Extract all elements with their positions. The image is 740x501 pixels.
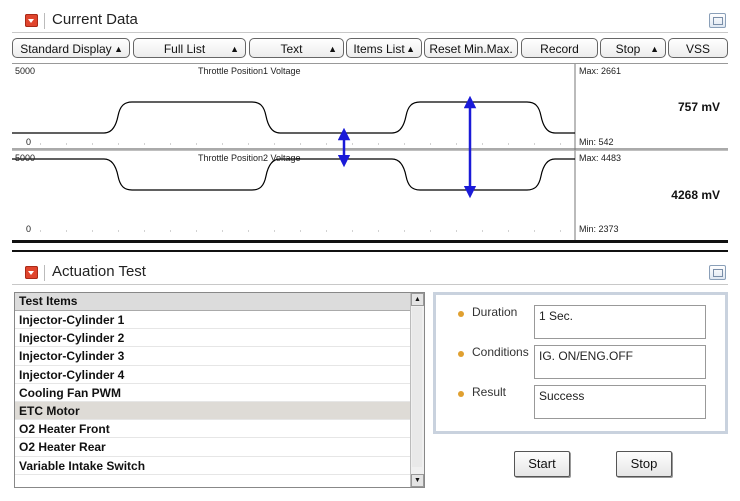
bullet-icon xyxy=(458,351,464,357)
updown-arrow-icon: ▲︎ xyxy=(406,44,415,54)
updown-arrow-icon: ▲︎ xyxy=(328,44,337,54)
vss-button[interactable]: VSS xyxy=(668,38,728,58)
window-restore-icon[interactable] xyxy=(709,13,726,28)
waveform-canvas xyxy=(12,64,728,240)
actuation-test-title: Actuation Test xyxy=(52,263,146,280)
list-item[interactable]: Variable Intake Switch xyxy=(15,457,411,475)
reset-min-max-button[interactable]: Reset Min.Max. xyxy=(424,38,518,58)
test-items-header-label: Test Items xyxy=(19,294,78,308)
record-label: Record xyxy=(540,42,579,56)
bullet-icon xyxy=(458,391,464,397)
throttle-position2-waveform xyxy=(12,158,575,191)
updown-arrow-icon: ▲︎ xyxy=(114,44,123,54)
list-item[interactable]: Injector-Cylinder 3 xyxy=(15,347,411,366)
list-item[interactable]: Cooling Fan PWM xyxy=(15,384,411,402)
start-button[interactable]: Start xyxy=(514,451,570,477)
scroll-down-arrow-icon[interactable]: ▼︎ xyxy=(411,474,424,487)
header-divider xyxy=(44,265,45,281)
result-label: Result xyxy=(472,385,507,399)
graph1-ymax-label: 5000 xyxy=(15,66,36,76)
test-items-header: Test Items xyxy=(15,293,424,311)
list-scrollbar[interactable]: ▲︎ ▼︎ xyxy=(410,293,424,487)
text-mode-select[interactable]: Text ▲︎ xyxy=(249,38,344,58)
updown-arrow-icon: ▲︎ xyxy=(650,44,659,54)
test-items-rows: Injector-Cylinder 1 Injector-Cylinder 2 … xyxy=(15,311,411,475)
test-items-list: Test Items Injector-Cylinder 1 Injector-… xyxy=(14,292,425,488)
result-field: Success xyxy=(534,385,706,419)
header-divider xyxy=(44,13,45,29)
graph1-max: Max: 2661 xyxy=(579,66,622,76)
list-item[interactable]: O2 Heater Rear xyxy=(15,438,411,457)
graph2-min: Min: 2373 xyxy=(579,224,619,234)
conditions-label: Conditions xyxy=(472,345,529,359)
list-item[interactable]: O2 Heater Front xyxy=(15,420,411,439)
graph1-min: Min: 542 xyxy=(579,137,614,147)
stop-select-label: Stop xyxy=(615,42,641,56)
standard-display-label: Standard Display xyxy=(20,42,112,56)
conditions-field: IG. ON/ENG.OFF xyxy=(534,345,706,379)
list-item[interactable]: Injector-Cylinder 1 xyxy=(15,311,411,330)
list-item[interactable]: Injector-Cylinder 2 xyxy=(15,329,411,348)
graph2-max: Max: 4483 xyxy=(579,153,622,163)
updown-arrow-icon: ▲︎ xyxy=(230,44,239,54)
collapse-arrow-icon[interactable] xyxy=(25,14,38,27)
section-separator xyxy=(12,240,728,243)
items-list-label: Items List xyxy=(353,42,405,56)
list-item-selected[interactable]: ETC Motor xyxy=(15,401,411,421)
list-item[interactable]: Injector-Cylinder 4 xyxy=(15,366,411,384)
full-list-select[interactable]: Full List ▲︎ xyxy=(133,38,246,58)
items-list-select[interactable]: Items List▲︎ xyxy=(346,38,422,58)
throttle-position1-waveform xyxy=(12,101,575,134)
section-separator[interactable] xyxy=(12,250,728,252)
record-button[interactable]: Record xyxy=(521,38,598,58)
graph1-title: Throttle Position1 Voltage xyxy=(198,66,301,76)
standard-display-select[interactable]: Standard Display▲︎ xyxy=(12,38,130,58)
full-list-label: Full List xyxy=(163,42,206,56)
vss-label: VSS xyxy=(685,42,710,56)
graph1-ymin-label: 0 xyxy=(26,137,32,147)
scroll-up-arrow-icon[interactable]: ▲︎ xyxy=(411,293,424,306)
bullet-icon xyxy=(458,311,464,317)
duration-field: 1 Sec. xyxy=(534,305,706,339)
graph-area: 5000 0 Throttle Position1 Voltage Max: 2… xyxy=(12,63,728,240)
window-restore-icon[interactable] xyxy=(709,265,726,280)
collapse-arrow-icon[interactable] xyxy=(25,266,38,279)
reset-min-max-label: Reset Min.Max. xyxy=(429,42,513,56)
stop-button[interactable]: Stop xyxy=(616,451,672,477)
text-mode-label: Text xyxy=(280,42,303,56)
graph2-current-value: 4268 mV xyxy=(671,188,720,202)
duration-label: Duration xyxy=(472,305,518,319)
graph1-current-value: 757 mV xyxy=(677,100,720,114)
stop-select[interactable]: Stop ▲︎ xyxy=(600,38,666,58)
graph2-title: Throttle Position2 Voltage xyxy=(198,153,301,163)
scroll-thumb[interactable] xyxy=(412,307,422,467)
test-info-panel: Duration 1 Sec. Conditions IG. ON/ENG.OF… xyxy=(433,292,728,434)
graph2-ymax-label: 5000 xyxy=(15,153,36,163)
current-data-title: Current Data xyxy=(52,11,138,28)
actuation-test-header: Actuation Test xyxy=(12,262,728,285)
graph2-ymin-label: 0 xyxy=(26,224,32,234)
current-data-header: Current Data xyxy=(12,10,728,33)
